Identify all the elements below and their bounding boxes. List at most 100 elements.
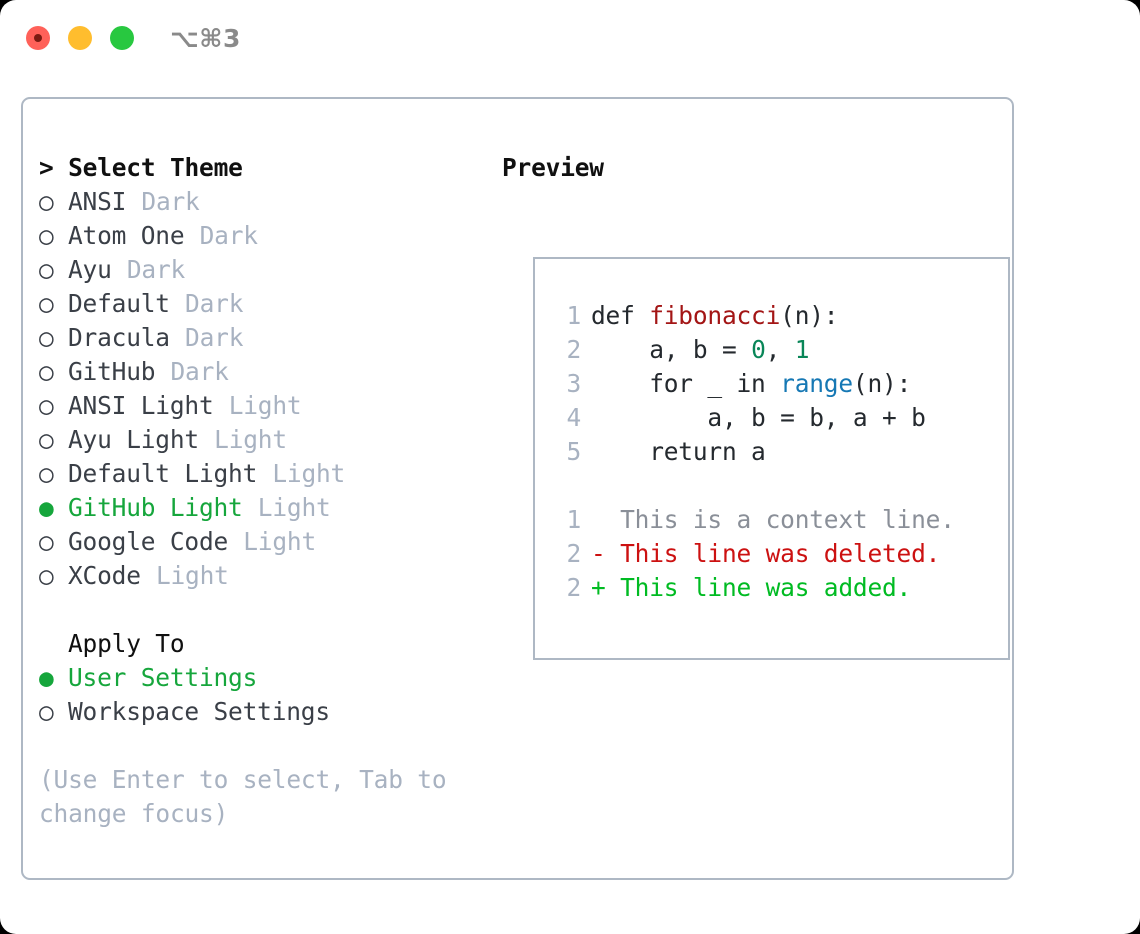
code-line-number: 1	[566, 505, 581, 534]
code-token: - This line was deleted.	[591, 539, 941, 568]
radio-unselected-icon: ○	[39, 221, 54, 250]
code-line-number: 4	[566, 403, 581, 432]
apply-to-indent: ○	[39, 627, 68, 661]
code-line-number: 2	[566, 573, 581, 602]
theme-option-label: XCode	[68, 561, 141, 590]
theme-option-google-code[interactable]: ○ Google Code Light	[39, 525, 489, 559]
theme-option-kind: Light	[272, 459, 346, 488]
preview-header: Preview	[502, 153, 604, 182]
code-token: (n):	[780, 301, 839, 330]
code-token: 1	[794, 335, 810, 364]
code-token: 0	[751, 335, 766, 364]
apply-to-option-workspace-settings[interactable]: ○ Workspace Settings	[39, 695, 489, 729]
select-theme-header: > Select Theme	[39, 153, 243, 182]
code-token: + This line was added.	[591, 573, 912, 602]
apply-to-option-label: User Settings	[68, 663, 258, 692]
maximize-light[interactable]	[110, 26, 134, 50]
theme-option-label: Dracula	[68, 323, 170, 352]
theme-option-dracula[interactable]: ○ Dracula Dark	[39, 321, 489, 355]
theme-option-label: Default	[68, 289, 170, 318]
list-spacer	[39, 593, 489, 627]
code-token: return a	[591, 437, 766, 466]
radio-unselected-icon: ○	[39, 391, 54, 420]
code-line: 2 + This line was added.	[535, 571, 1008, 605]
code-token: fibonacci	[649, 301, 781, 330]
radio-selected-icon: ●	[39, 493, 54, 522]
radio-unselected-icon: ○	[39, 459, 54, 488]
apply-to-option-label: Workspace Settings	[68, 697, 330, 726]
theme-option-label: ANSI Light	[68, 391, 214, 420]
code-line: 5 return a	[535, 435, 1008, 469]
theme-option-github-light[interactable]: ● GitHub Light Light	[39, 491, 489, 525]
theme-option-kind: Light	[214, 425, 287, 454]
theme-option-kind: Light	[155, 561, 229, 590]
theme-option-label: Ayu	[68, 255, 112, 284]
code-line-number: 3	[566, 369, 581, 398]
radio-unselected-icon: ○	[39, 527, 54, 556]
code-line-number: 2	[566, 539, 581, 568]
apply-to-option-user-settings[interactable]: ● User Settings	[39, 661, 489, 695]
minimize-light[interactable]	[68, 26, 92, 50]
radio-unselected-icon: ○	[39, 561, 54, 590]
radio-unselected-icon: ○	[39, 255, 54, 284]
radio-selected-icon: ●	[39, 663, 54, 692]
code-line: 2 - This line was deleted.	[535, 537, 1008, 571]
code-line-number: 1	[566, 301, 581, 330]
theme-option-kind: Light	[228, 391, 302, 420]
code-token: a, b = b, a + b	[591, 403, 926, 432]
theme-option-kind: Dark	[185, 289, 244, 318]
theme-option-github[interactable]: ○ GitHub Dark	[39, 355, 489, 389]
code-token: ,	[765, 335, 795, 364]
code-line-number: 2	[566, 335, 581, 364]
code-line-number: 5	[566, 437, 581, 466]
theme-option-ayu-light[interactable]: ○ Ayu Light Light	[39, 423, 489, 457]
theme-option-label: Google Code	[68, 527, 229, 556]
apply-to-header-label: Apply To	[68, 629, 185, 658]
code-line: 4 a, b = b, a + b	[535, 401, 1008, 435]
theme-option-ansi-light[interactable]: ○ ANSI Light Light	[39, 389, 489, 423]
traffic-lights	[26, 26, 134, 50]
theme-option-kind: Dark	[199, 221, 258, 250]
theme-option-xcode[interactable]: ○ XCode Light	[39, 559, 489, 593]
code-token: This is a context line.	[591, 505, 955, 534]
theme-option-default-light[interactable]: ○ Default Light Light	[39, 457, 489, 491]
radio-unselected-icon: ○	[39, 697, 54, 726]
code-token: def	[591, 301, 650, 330]
theme-option-label: Atom One	[68, 221, 185, 250]
code-token: for _ in	[591, 369, 781, 398]
theme-option-label: Default Light	[68, 459, 258, 488]
theme-option-ayu[interactable]: ○ Ayu Dark	[39, 253, 489, 287]
theme-option-label: Ayu Light	[68, 425, 199, 454]
apply-to-header: ○Apply To	[39, 627, 489, 661]
code-line: 3 for _ in range(n):	[535, 367, 1008, 401]
theme-option-label: ANSI	[68, 187, 127, 216]
theme-option-label: GitHub Light	[68, 493, 243, 522]
theme-option-atom-one[interactable]: ○ Atom One Dark	[39, 219, 489, 253]
code-token: range	[780, 369, 853, 398]
radio-unselected-icon: ○	[39, 357, 54, 386]
theme-option-label: GitHub	[68, 357, 156, 386]
titlebar-shortcut-label: ⌥⌘3	[170, 24, 241, 53]
title-bar: ⌥⌘3	[0, 0, 1140, 76]
theme-option-kind: Dark	[170, 357, 229, 386]
close-light[interactable]	[26, 26, 50, 50]
code-token: (n):	[852, 369, 912, 398]
theme-option-kind: Light	[257, 493, 331, 522]
theme-option-kind: Dark	[126, 255, 186, 284]
theme-option-kind: Dark	[185, 323, 244, 352]
theme-option-kind: Light	[243, 527, 317, 556]
radio-unselected-icon: ○	[39, 323, 54, 352]
keyboard-hint-text: (Use Enter to select, Tab to change focu…	[39, 765, 447, 828]
radio-unselected-icon: ○	[39, 425, 54, 454]
theme-option-kind: Dark	[141, 187, 200, 216]
code-line: 2 a, b = 0, 1	[535, 333, 1008, 367]
